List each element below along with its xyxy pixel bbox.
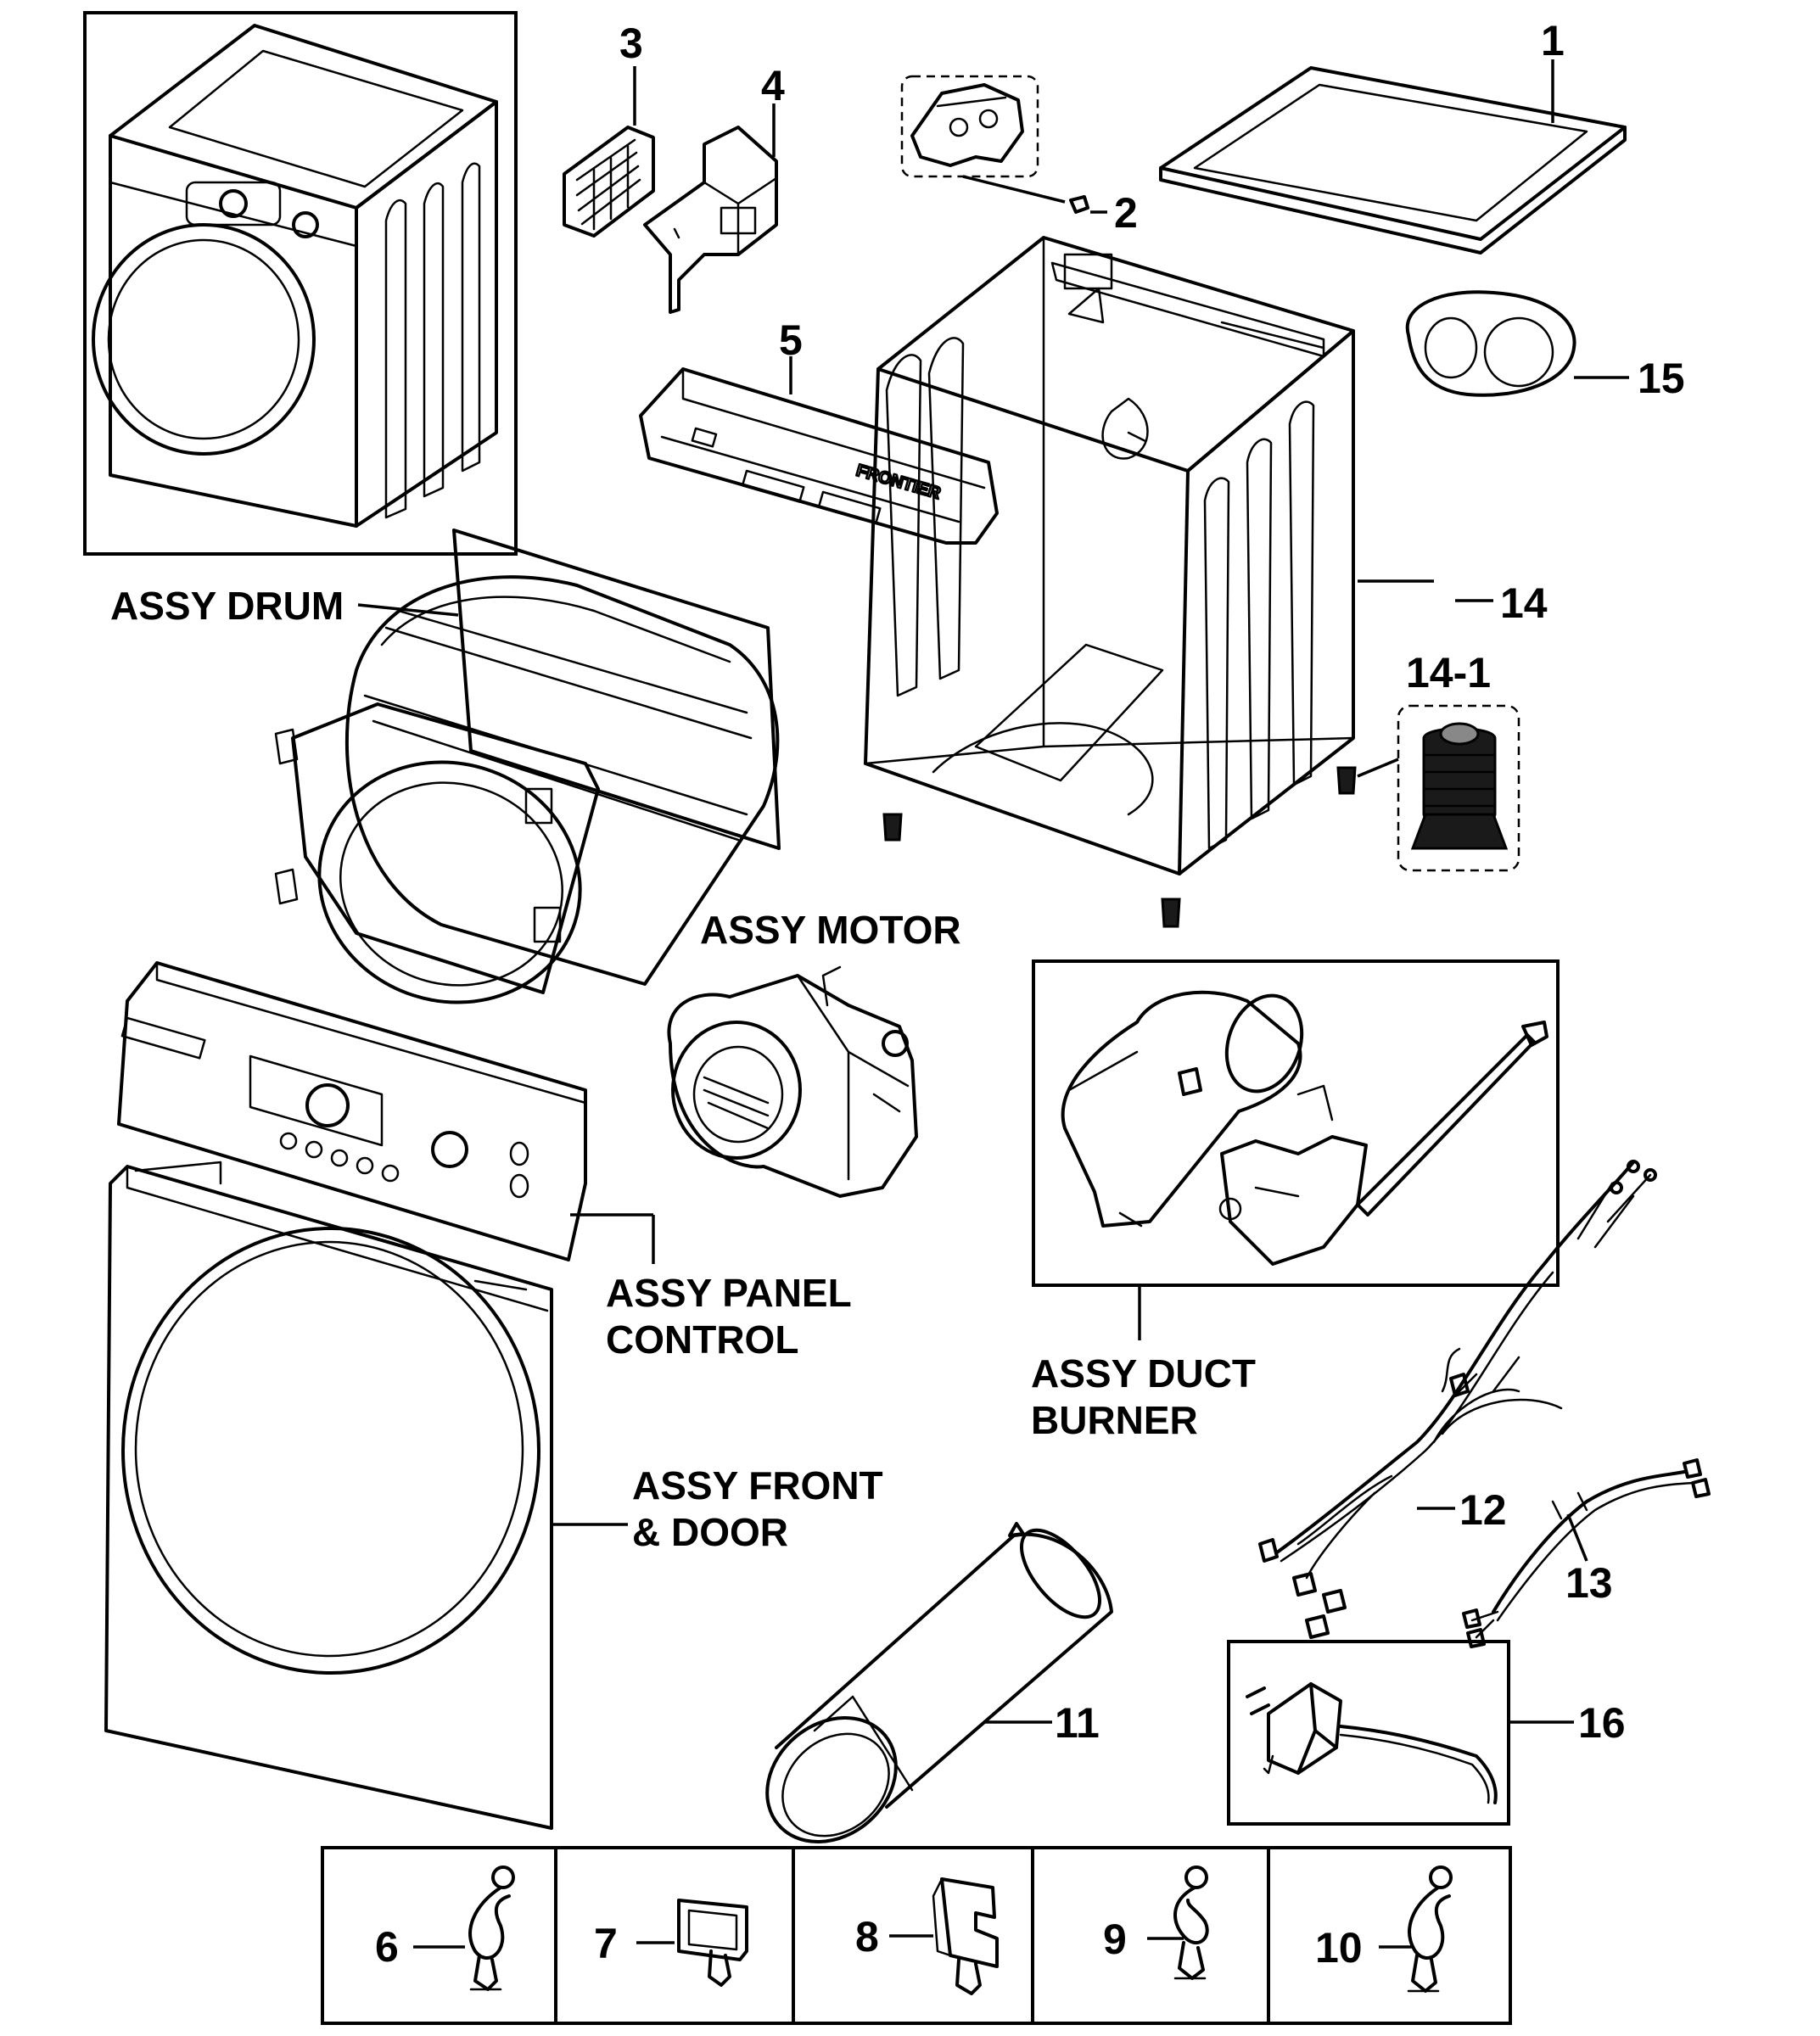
callout-16: 16	[1578, 1699, 1626, 1747]
control-panel-assembly: ASSY PANEL CONTROL	[117, 961, 852, 1362]
callout-7: 7	[594, 1920, 618, 1967]
callout-1: 1	[1541, 17, 1565, 64]
frontier-marking: FRONTIER	[854, 461, 944, 503]
part-6-wire-clamp: 6	[375, 1865, 515, 1991]
dryer-overview	[83, 11, 518, 556]
callout-10: 10	[1315, 1924, 1363, 1972]
part-3-lint-filter: 3	[563, 20, 655, 238]
label-assy-duct-burner-line1: ASSY DUCT	[1031, 1351, 1256, 1396]
callout-14: 14	[1500, 579, 1548, 627]
part-7-clip: 7	[594, 1899, 748, 1987]
motor-assembly: ASSY MOTOR	[667, 908, 961, 1198]
label-assy-front-door-line2: & DOOR	[632, 1510, 788, 1554]
callout-4: 4	[761, 62, 785, 109]
front-door-assembly: ASSY FRONT & DOOR	[104, 1161, 883, 1830]
callout-8: 8	[855, 1913, 879, 1960]
part-4-bracket: 4	[643, 62, 785, 314]
part-13-wire-harness: 13	[1462, 1458, 1711, 1648]
callout-5: 5	[779, 316, 803, 364]
callout-14-1: 14-1	[1406, 649, 1491, 696]
part-15-duct-cover: 15	[1405, 290, 1685, 402]
callout-13: 13	[1565, 1559, 1613, 1607]
callout-9: 9	[1103, 1916, 1127, 1963]
part-16-power-cord: 16	[1227, 1640, 1626, 1826]
part-5-control-bracket: FRONTIER 5	[639, 316, 999, 545]
clamp-parts-strip: 6 7 8 9	[321, 1846, 1512, 2025]
part-12-wire-harness: 12	[1258, 1160, 1657, 1639]
part-14-cabinet: 14	[864, 236, 1548, 875]
part-2-hinge-bracket: 2	[900, 75, 1138, 237]
duct-burner-assembly: ASSY DUCT BURNER	[1031, 959, 1560, 1442]
label-assy-drum: ASSY DRUM	[110, 584, 344, 628]
callout-6: 6	[375, 1923, 399, 1971]
label-assy-duct-burner-line2: BURNER	[1031, 1398, 1198, 1442]
part-10-wire-clamp: 10	[1315, 1865, 1453, 1993]
label-assy-panel-control-line1: ASSY PANEL	[606, 1271, 852, 1315]
drum-assembly: ASSY DRUM	[110, 529, 781, 1004]
part-8-clip: 8	[855, 1877, 999, 1995]
callout-15: 15	[1638, 355, 1685, 402]
label-assy-front-door-line1: ASSY FRONT	[632, 1463, 883, 1507]
callout-11: 11	[1055, 1699, 1100, 1747]
callout-2: 2	[1114, 189, 1138, 237]
part-9-wire-clamp: 9	[1103, 1865, 1209, 1980]
callout-3: 3	[619, 20, 643, 67]
part-11-exhaust-duct: 11	[765, 1522, 1113, 1844]
label-assy-motor: ASSY MOTOR	[700, 908, 961, 952]
part-14-1-leveling-foot: 14-1	[1357, 649, 1520, 872]
label-assy-panel-control-line2: CONTROL	[606, 1317, 798, 1362]
leveling-feet	[882, 766, 1357, 928]
part-1-top-plate: 1	[1159, 17, 1627, 255]
callout-12: 12	[1459, 1486, 1507, 1534]
